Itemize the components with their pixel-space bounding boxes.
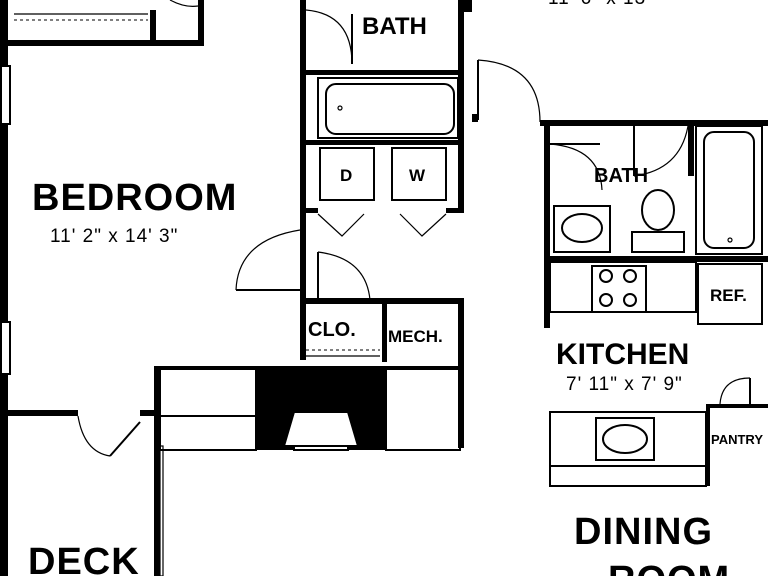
right-bath-door-arc2 (633, 125, 689, 177)
bedroom-bottom-wall (8, 410, 78, 416)
laundry-bifold-right (399, 213, 447, 237)
closet-mech-divider (382, 298, 387, 362)
toilet-bowl (641, 189, 675, 231)
refrigerator-label: REF. (710, 286, 747, 305)
bath-right-label: BATH (594, 165, 648, 187)
laundry-bottom-wall (306, 208, 318, 213)
kitchen-dimensions: 7' 11" x 7' 9" (566, 374, 683, 395)
right-bath-left-wall (544, 120, 550, 260)
bath-door-arc (305, 9, 353, 65)
right-bath-top-wall (540, 120, 768, 126)
washer (391, 147, 447, 201)
dryer-label: D (340, 166, 352, 185)
right-bath-door-arc (549, 143, 603, 191)
top-left-closet-wall (150, 10, 156, 46)
fixtures (317, 77, 763, 487)
bath-bottom-wall (306, 70, 458, 75)
burner-1 (599, 269, 613, 283)
burner-2 (623, 269, 637, 283)
bedroom-bottom-wall-right (140, 410, 160, 416)
deck-label: DECK (28, 541, 140, 576)
kitchen-label: KITCHEN (556, 338, 689, 371)
burner-3 (599, 293, 613, 307)
bedroom-dimensions: 11' 2" x 14' 3" (50, 226, 178, 247)
pantry-wall (706, 404, 768, 408)
right-bath-tub-wall (688, 120, 694, 176)
entry-jamb (472, 114, 478, 122)
doors (77, 9, 751, 457)
closet-door-arc2 (317, 251, 371, 301)
bath-top-label: BATH (362, 13, 427, 40)
closet-label: CLO. (308, 319, 356, 341)
bathtub-top-inner (325, 83, 455, 135)
top-right-wall (464, 0, 472, 12)
washer-label: W (409, 166, 426, 185)
left-window-bottom (0, 321, 11, 375)
shelf-right-box (385, 367, 461, 451)
top-dimension-label: 11' 6" x 13' (548, 0, 651, 9)
left-window-top (0, 65, 11, 125)
bathtub-right-drain (727, 237, 733, 243)
kitchen-sink-basin (602, 424, 648, 454)
shelf-left-box (159, 367, 257, 451)
dining-bar (549, 465, 707, 487)
deck-right-wall (154, 446, 160, 576)
bedroom-door-arc (235, 229, 301, 291)
laundry-top-wall (306, 140, 458, 145)
bathtub-right-inner (703, 131, 755, 249)
closet-door-arc (169, 0, 199, 7)
mechanical-label: MECH. (388, 327, 443, 346)
labels: 11' 6" x 13' BEDROOM 11' 2" x 14' 3" BAT… (28, 0, 763, 576)
laundry-bottom-wall-right (446, 208, 464, 213)
left-exterior-wall (0, 0, 8, 576)
fireplace-hearth (282, 411, 360, 447)
deck-door-arc (77, 415, 111, 457)
deck-rail (159, 445, 164, 576)
refrigerator (697, 263, 763, 325)
laundry-bifold-left (317, 213, 365, 237)
fireplace-top-wall (154, 366, 464, 370)
deck-door-leaf (109, 421, 141, 457)
pantry-left-wall (706, 404, 710, 486)
entry-door-arc (477, 59, 541, 123)
closet-left-wall (300, 244, 306, 360)
bath-left-wall (300, 0, 306, 244)
bath-right-wall (458, 0, 464, 208)
pantry-door-arc (719, 377, 751, 405)
dining-label-line1: DINING (574, 511, 713, 553)
dining-label-line2: ROOM (608, 559, 730, 576)
bedroom-label: BEDROOM (32, 177, 237, 219)
dryer (319, 147, 375, 201)
bathtub-top-drain (337, 105, 343, 111)
burner-4 (623, 293, 637, 307)
vanity-sink (561, 213, 603, 243)
pantry-label: PANTRY (711, 432, 763, 447)
kitchen-top-wall (544, 256, 768, 262)
toilet-tank (631, 231, 685, 253)
top-left-wall (8, 40, 204, 46)
kitchen-left-wall (544, 256, 550, 328)
top-left-closet-end (198, 0, 204, 46)
fireplace-left-wall (154, 366, 160, 452)
